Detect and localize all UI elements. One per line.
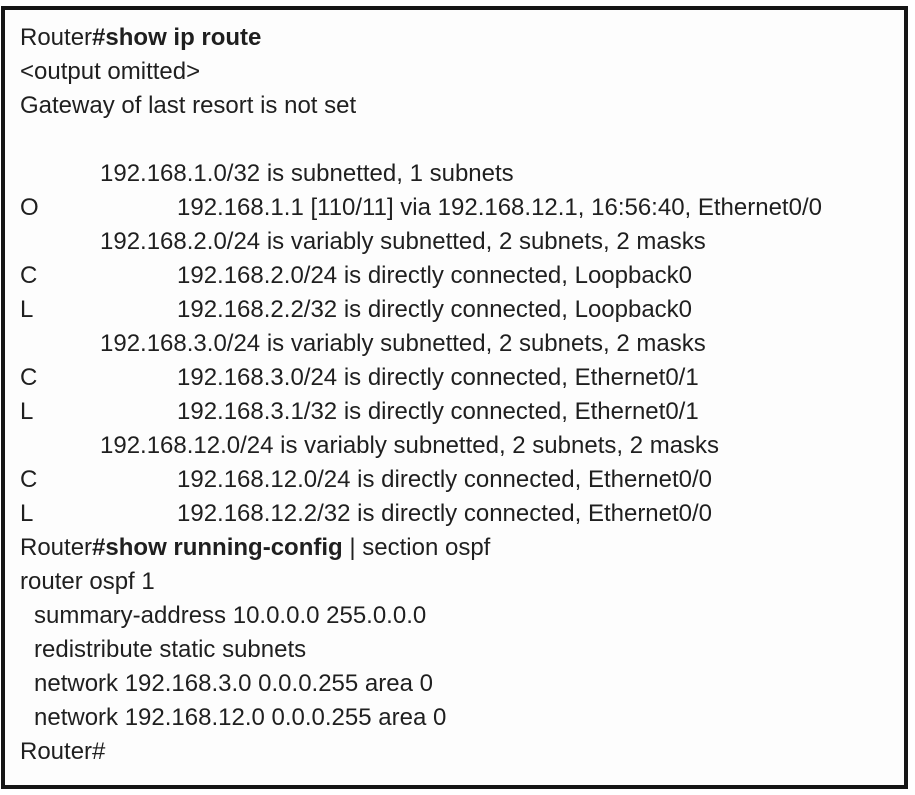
terminal-line: 192.168.2.0/24 is variably subnetted, 2 … (20, 225, 898, 259)
terminal-line-text: 192.168.12.0/24 is directly connected, E… (20, 463, 712, 497)
terminal-line-text: 192.168.1.0/32 is subnetted, 1 subnets (20, 157, 514, 191)
output-text: 192.168.1.1 [110/11] via 192.168.12.1, 1… (177, 194, 822, 221)
terminal-line-text: <output omitted> (20, 55, 200, 89)
terminal-line: 192.168.3.0/24 is variably subnetted, 2 … (20, 327, 898, 361)
output-text: <output omitted> (20, 58, 201, 85)
terminal-line-text (20, 123, 27, 157)
command-text: #show ip route (92, 24, 262, 51)
route-code-letter: L (20, 296, 34, 323)
terminal-line-text: 192.168.12.0/24 is variably subnetted, 2… (20, 429, 719, 463)
terminal-line: Router# (20, 735, 898, 769)
output-text: 192.168.3.1/32 is directly connected, Et… (177, 398, 699, 425)
terminal-line: C 192.168.12.0/24 is directly connected, … (20, 463, 898, 497)
terminal-line: network 192.168.12.0 0.0.0.255 area 0 (20, 701, 898, 735)
terminal-line: L 192.168.12.2/32 is directly connected, … (20, 497, 898, 531)
output-text: redistribute static subnets (34, 636, 307, 663)
terminal-line: 192.168.12.0/24 is variably subnetted, 2… (20, 429, 898, 463)
terminal-line: Router#show running-config | section osp… (20, 531, 898, 565)
output-text: 192.168.12.2/32 is directly connected, E… (177, 500, 713, 527)
terminal-line-text: Router#show running-config | section osp… (20, 531, 490, 565)
output-text: router ospf 1 (20, 568, 155, 595)
terminal-line: 192.168.1.0/32 is subnetted, 1 subnets (20, 157, 898, 191)
terminal-line-text: Router#show ip route (20, 21, 261, 55)
terminal-line: L 192.168.3.1/32 is directly connected, E… (20, 395, 898, 429)
terminal-output: Router#show ip route<output omitted>Gate… (20, 21, 898, 781)
terminal-line: Gateway of last resort is not set (20, 89, 898, 123)
output-text: 192.168.12.0/24 is directly connected, E… (177, 466, 713, 493)
terminal-blank-line (20, 123, 898, 157)
route-code-letter: L (20, 500, 34, 527)
output-text: network 192.168.12.0 0.0.0.255 area 0 (34, 704, 447, 731)
terminal-line-text: redistribute static subnets (20, 633, 306, 667)
route-code-letter: C (20, 364, 38, 391)
terminal-line-text: summary-address 10.0.0.0 255.0.0.0 (20, 599, 426, 633)
terminal-line: router ospf 1 (20, 565, 898, 599)
terminal-line: L 192.168.2.2/32 is directly connected, L… (20, 293, 898, 327)
terminal-line-text: 192.168.2.0/24 is directly connected, Lo… (20, 259, 692, 293)
terminal-line: summary-address 10.0.0.0 255.0.0.0 (20, 599, 898, 633)
output-text: 192.168.1.0/32 is subnetted, 1 subnets (100, 160, 514, 187)
terminal-line-text: 192.168.1.1 [110/11] via 192.168.12.1, 1… (20, 191, 822, 225)
output-text: 192.168.12.0/24 is variably subnetted, 2… (100, 432, 720, 459)
terminal-line-text: network 192.168.12.0 0.0.0.255 area 0 (20, 701, 446, 735)
route-code-letter: L (20, 398, 34, 425)
terminal-line-text: 192.168.12.2/32 is directly connected, E… (20, 497, 712, 531)
terminal-line-text: Router# (20, 735, 105, 769)
output-text: 192.168.2.0/24 is directly connected, Lo… (177, 262, 693, 289)
terminal-line: C 192.168.3.0/24 is directly connected, E… (20, 361, 898, 395)
terminal-line-text: 192.168.3.1/32 is directly connected, Et… (20, 395, 699, 429)
terminal-line-text: 192.168.3.0/24 is variably subnetted, 2 … (20, 327, 706, 361)
terminal-line: C 192.168.2.0/24 is directly connected, L… (20, 259, 898, 293)
output-text: Router (20, 534, 93, 561)
output-text: | section ospf (342, 534, 491, 561)
command-text: #show running-config (92, 534, 343, 561)
output-text: 192.168.2.2/32 is directly connected, Lo… (177, 296, 693, 323)
output-text: Router# (20, 738, 106, 765)
route-code-letter: O (20, 194, 39, 221)
terminal-line-text: Gateway of last resort is not set (20, 89, 356, 123)
terminal-line: Router#show ip route (20, 21, 898, 55)
output-text: Gateway of last resort is not set (20, 92, 357, 119)
terminal-line: O 192.168.1.1 [110/11] via 192.168.12.1, … (20, 191, 898, 225)
terminal-line-text: 192.168.2.2/32 is directly connected, Lo… (20, 293, 692, 327)
terminal-line-text: 192.168.2.0/24 is variably subnetted, 2 … (20, 225, 706, 259)
output-text: 192.168.3.0/24 is variably subnetted, 2 … (100, 330, 706, 357)
output-text: summary-address 10.0.0.0 255.0.0.0 (34, 602, 427, 629)
terminal-line-text: 192.168.3.0/24 is directly connected, Et… (20, 361, 699, 395)
terminal-line: network 192.168.3.0 0.0.0.255 area 0 (20, 667, 898, 701)
terminal-line: <output omitted> (20, 55, 898, 89)
route-code-letter: C (20, 466, 38, 493)
terminal-line: redistribute static subnets (20, 633, 898, 667)
output-text: Router (20, 24, 93, 51)
exhibit-frame: Router#show ip route<output omitted>Gate… (1, 6, 908, 789)
output-text: 192.168.3.0/24 is directly connected, Et… (177, 364, 699, 391)
output-text: network 192.168.3.0 0.0.0.255 area 0 (34, 670, 433, 697)
route-code-letter: C (20, 262, 38, 289)
terminal-line-text: router ospf 1 (20, 565, 155, 599)
output-text: 192.168.2.0/24 is variably subnetted, 2 … (100, 228, 706, 255)
terminal-line-text: network 192.168.3.0 0.0.0.255 area 0 (20, 667, 433, 701)
